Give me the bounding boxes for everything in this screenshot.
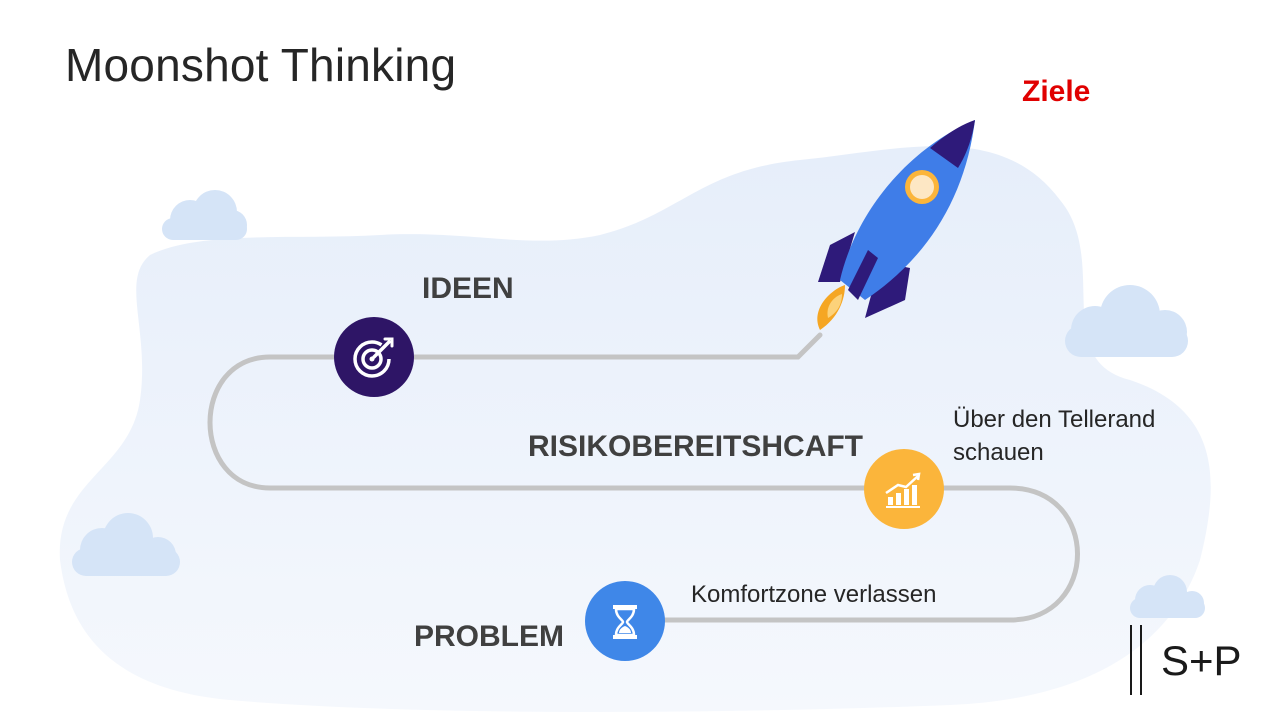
risk-note-line1: Über den Tellerand [953, 406, 1156, 433]
page-title: Moonshot Thinking [65, 39, 457, 91]
rocket-icon [817, 120, 975, 330]
risk-note: Über den Tellerand schauen [953, 403, 1155, 469]
logo-text: S+P [1161, 637, 1242, 684]
company-logo: S+P [1128, 625, 1258, 697]
cloud-icon [1130, 575, 1205, 618]
cloud-icon [1065, 285, 1188, 357]
problem-note: Komfortzone verlassen [691, 581, 937, 608]
background-blob [59, 146, 1211, 712]
logo-bar [1140, 625, 1142, 695]
growth-chart-icon [885, 472, 921, 508]
cloud-icon [162, 190, 247, 240]
target-icon [353, 337, 394, 378]
stage-label-ideen: IDEEN [422, 272, 514, 305]
risk-note-line2: schauen [953, 439, 1044, 466]
ideas-node [334, 317, 414, 397]
goal-label: Ziele [1022, 75, 1091, 108]
stage-label-risiko: RISIKOBEREITSHCAFT [528, 430, 864, 463]
journey-path [207, 332, 1080, 623]
logo-bar [1130, 625, 1132, 695]
stage-label-problem: PROBLEM [414, 620, 564, 653]
cloud-icon [72, 513, 180, 576]
risk-node [864, 449, 944, 529]
problem-node [585, 581, 665, 661]
hourglass-icon [613, 605, 637, 639]
